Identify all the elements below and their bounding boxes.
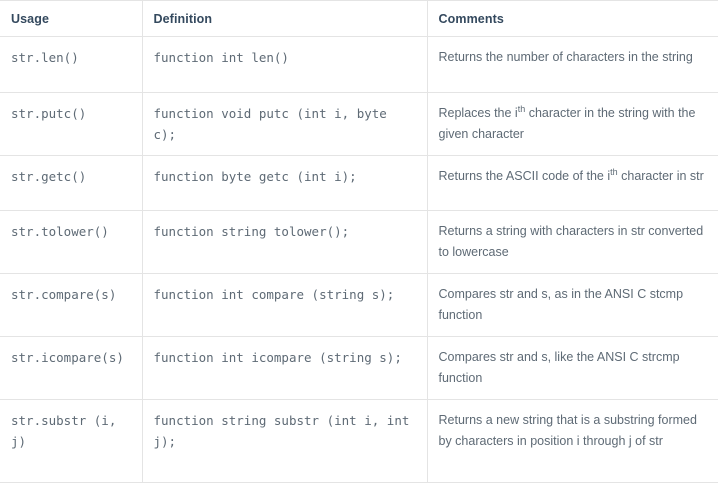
cell-comments: Returns a new string that is a substring…: [427, 400, 718, 483]
comment-text-pre: Replaces the i: [438, 105, 518, 120]
cell-usage: str.substr (i, j): [0, 399, 143, 483]
cell-definition: function string substr (int i, int j);: [142, 399, 428, 483]
comment-text-pre: Returns a string with characters in str …: [438, 224, 704, 260]
cell-usage: str.len(): [0, 36, 143, 93]
cell-definition: function int len(): [142, 36, 428, 93]
table-header-row: Usage Definition Comments: [0, 0, 718, 37]
comment-ordinal-suffix: th: [610, 166, 618, 177]
cell-usage: str.compare(s): [0, 273, 143, 338]
cell-usage: str.getc(): [0, 155, 143, 212]
cell-comments: Replaces the ith character in the string…: [427, 92, 718, 156]
comment-text-pre: Compares str and s, as in the ANSI C stc…: [438, 287, 684, 323]
cell-comments: Compares str and s, as in the ANSI C stc…: [427, 273, 718, 338]
table-row: str.len()function int len() Returns the n…: [0, 36, 718, 93]
cell-usage: str.tolower(): [0, 210, 143, 275]
table-row: str.getc()function byte getc (int i);Ret…: [0, 155, 718, 212]
cell-comments: Returns the number of characters in the …: [427, 36, 718, 93]
table-row: str.compare(s)function int compare (stri…: [0, 273, 718, 338]
cell-comments: Returns the ASCII code of the ith charac…: [427, 155, 718, 212]
cell-comments: Returns a string with characters in str …: [427, 210, 718, 275]
comment-ordinal-suffix: th: [517, 103, 526, 114]
table-row: str.tolower()function string tolower(); R…: [0, 210, 718, 275]
table-row: str.putc()function void putc (int i, byt…: [0, 92, 718, 156]
comment-text-post: character in str: [617, 168, 704, 183]
table-body: str.len()function int len() Returns the n…: [0, 36, 718, 483]
cell-definition: function int compare (string s);: [142, 273, 428, 338]
cell-usage: str.putc(): [0, 92, 143, 156]
comment-text-pre: Compares str and s, like the ANSI C strc…: [438, 350, 680, 386]
cell-comments: Compares str and s, like the ANSI C strc…: [427, 336, 718, 401]
table-row: str.substr (i, j)function string substr …: [0, 399, 718, 483]
comment-text-pre: Returns a new string that is a substring…: [438, 413, 697, 449]
table-row: str.icompare(s)function int icompare (st…: [0, 336, 718, 401]
column-header-comments: Comments: [427, 0, 718, 37]
cell-definition: function byte getc (int i);: [142, 155, 428, 212]
cell-usage: str.icompare(s): [0, 336, 143, 401]
column-header-definition: Definition: [142, 0, 428, 37]
cell-definition: function void putc (int i, byte c);: [142, 92, 428, 156]
table-header: Usage Definition Comments: [0, 0, 718, 37]
comment-text-pre: Returns the number of characters in the …: [438, 50, 693, 64]
column-header-usage: Usage: [0, 0, 143, 37]
cell-definition: function int icompare (string s);: [142, 336, 428, 401]
comment-text-pre: Returns the ASCII code of the i: [438, 168, 611, 183]
comment-text-post: character in the string with the given c…: [438, 105, 696, 141]
cell-definition: function string tolower();: [142, 210, 428, 275]
